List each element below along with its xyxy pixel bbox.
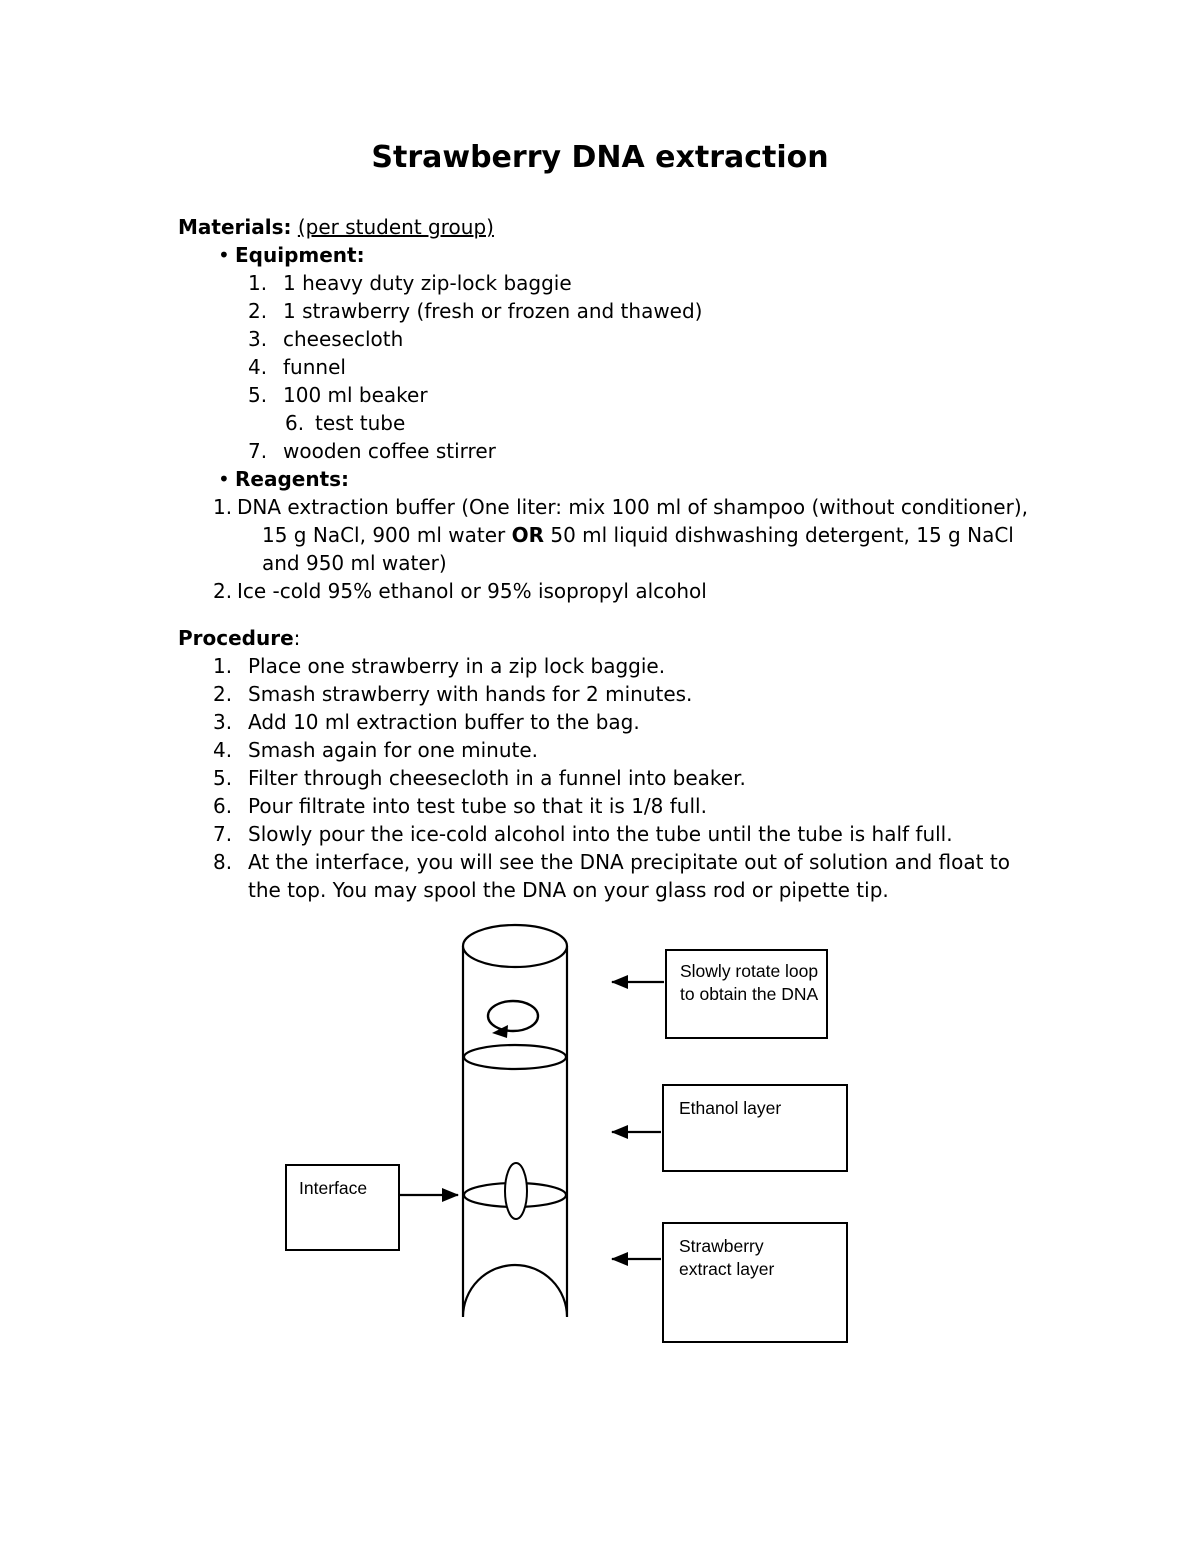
equipment-list: 1. 1 heavy duty zip-lock baggie 2. 1 str… <box>178 269 1032 465</box>
materials-heading-line: Materials: (per student group) <box>178 213 1032 241</box>
list-item: 1. Place one strawberry in a zip lock ba… <box>213 652 1032 680</box>
item-text: test tube <box>315 411 406 435</box>
step-number: 8. <box>213 850 233 874</box>
step-number: 5. <box>213 766 233 790</box>
list-item: 3. Add 10 ml extraction buffer to the ba… <box>213 708 1032 736</box>
label-interface: Interface <box>285 1164 400 1251</box>
equipment-label: Equipment: <box>235 243 365 267</box>
step-text: Smash strawberry with hands for 2 minute… <box>248 682 693 706</box>
reagent1-or: OR <box>511 523 544 547</box>
item-text: cheesecloth <box>283 327 404 351</box>
item-number: 6. <box>285 411 305 435</box>
label-line: Slowly rotate loop <box>680 961 819 981</box>
item-number: 4. <box>248 355 268 379</box>
item-number: 1. <box>213 495 233 519</box>
procedure-heading-colon: : <box>293 626 301 650</box>
interface-level-icon <box>462 1162 568 1220</box>
list-item: 2. Smash strawberry with hands for 2 min… <box>213 680 1032 708</box>
step-text: At the interface, you will see the DNA p… <box>248 850 1010 902</box>
list-item: 2. Ice -cold 95% ethanol or 95% isopropy… <box>213 577 1032 605</box>
procedure-heading: Procedure <box>178 626 294 650</box>
reagents-bullet-line: •Reagents: <box>218 465 1032 493</box>
label-line: extract layer <box>679 1259 775 1279</box>
item-text: 1 strawberry (fresh or frozen and thawed… <box>283 299 703 323</box>
test-tube-diagram: Slowly rotate loop to obtain the DNA Eth… <box>0 914 1200 1404</box>
step-text: Pour filtrate into test tube so that it … <box>248 794 707 818</box>
step-number: 2. <box>213 682 233 706</box>
list-item: 6. test tube <box>285 409 1032 437</box>
list-item: 8. At the interface, you will see the DN… <box>213 848 1032 904</box>
document-body: Materials: (per student group) •Equipmen… <box>0 175 1200 904</box>
item-text: DNA extraction buffer (One liter: mix 10… <box>237 493 1032 577</box>
list-item: 3. cheesecloth <box>248 325 1032 353</box>
item-number: 5. <box>248 383 268 407</box>
reagents-list: 1. DNA extraction buffer (One liter: mix… <box>178 493 1032 605</box>
loop-arrow-icon <box>486 999 540 1038</box>
item-number: 7. <box>248 439 268 463</box>
list-item: 6. Pour filtrate into test tube so that … <box>213 792 1032 820</box>
step-number: 4. <box>213 738 233 762</box>
list-item: 7. Slowly pour the ice-cold alcohol into… <box>213 820 1032 848</box>
item-text: wooden coffee stirrer <box>283 439 496 463</box>
step-number: 1. <box>213 654 233 678</box>
item-text: 1 heavy duty zip-lock baggie <box>283 271 572 295</box>
step-number: 6. <box>213 794 233 818</box>
list-item: 5. 100 ml beaker <box>248 381 1032 409</box>
step-text: Place one strawberry in a zip lock baggi… <box>248 654 666 678</box>
item-text: funnel <box>283 355 346 379</box>
item-number: 2. <box>248 299 268 323</box>
liquid-surface-line <box>462 1043 568 1071</box>
item-text: 100 ml beaker <box>283 383 428 407</box>
test-tube-outline-icon <box>461 923 569 1318</box>
label-line: Ethanol layer <box>679 1098 782 1118</box>
materials-scope: (per student group) <box>297 215 494 239</box>
reagents-label: Reagents: <box>235 467 350 491</box>
bullet-marker: • <box>218 467 230 491</box>
reagent1-part2: 50 ml liquid dishwashing detergent, 15 g… <box>262 523 1014 575</box>
list-item: 5. Filter through cheesecloth in a funne… <box>213 764 1032 792</box>
test-tube-drawing <box>400 923 664 1318</box>
step-text: Slowly pour the ice-cold alcohol into th… <box>248 822 953 846</box>
step-number: 7. <box>213 822 233 846</box>
list-item: 4. Smash again for one minute. <box>213 736 1032 764</box>
procedure-list: 1. Place one strawberry in a zip lock ba… <box>178 652 1032 904</box>
list-item: 4. funnel <box>248 353 1032 381</box>
reagent1-part1: DNA extraction buffer (One liter: mix 10… <box>237 495 1028 547</box>
bullet-marker: • <box>218 243 230 267</box>
label-line: Interface <box>299 1178 368 1198</box>
label-line: Strawberry <box>679 1236 764 1256</box>
label-line: to obtain the DNA <box>680 984 819 1004</box>
list-item: 1. DNA extraction buffer (One liter: mix… <box>213 493 1032 577</box>
label-rotate-loop: Slowly rotate loop to obtain the DNA <box>665 949 828 1039</box>
item-number: 1. <box>248 271 268 295</box>
step-text: Filter through cheesecloth in a funnel i… <box>248 766 746 790</box>
item-number: 2. <box>213 579 233 603</box>
materials-heading: Materials: <box>178 215 292 239</box>
label-ethanol-layer: Ethanol layer <box>662 1084 848 1172</box>
list-item: 7. wooden coffee stirrer <box>248 437 1032 465</box>
step-number: 3. <box>213 710 233 734</box>
list-item: 2. 1 strawberry (fresh or frozen and tha… <box>248 297 1032 325</box>
equipment-bullet-line: •Equipment: <box>218 241 1032 269</box>
procedure-heading-line: Procedure: <box>178 624 1032 652</box>
step-text: Add 10 ml extraction buffer to the bag. <box>248 710 640 734</box>
step-text: Smash again for one minute. <box>248 738 539 762</box>
item-text: Ice -cold 95% ethanol or 95% isopropyl a… <box>237 579 707 603</box>
list-item: 1. 1 heavy duty zip-lock baggie <box>248 269 1032 297</box>
item-number: 3. <box>248 327 268 351</box>
label-strawberry-extract-layer: Strawberry extract layer <box>662 1222 848 1343</box>
page-title: Strawberry DNA extraction <box>371 140 829 175</box>
